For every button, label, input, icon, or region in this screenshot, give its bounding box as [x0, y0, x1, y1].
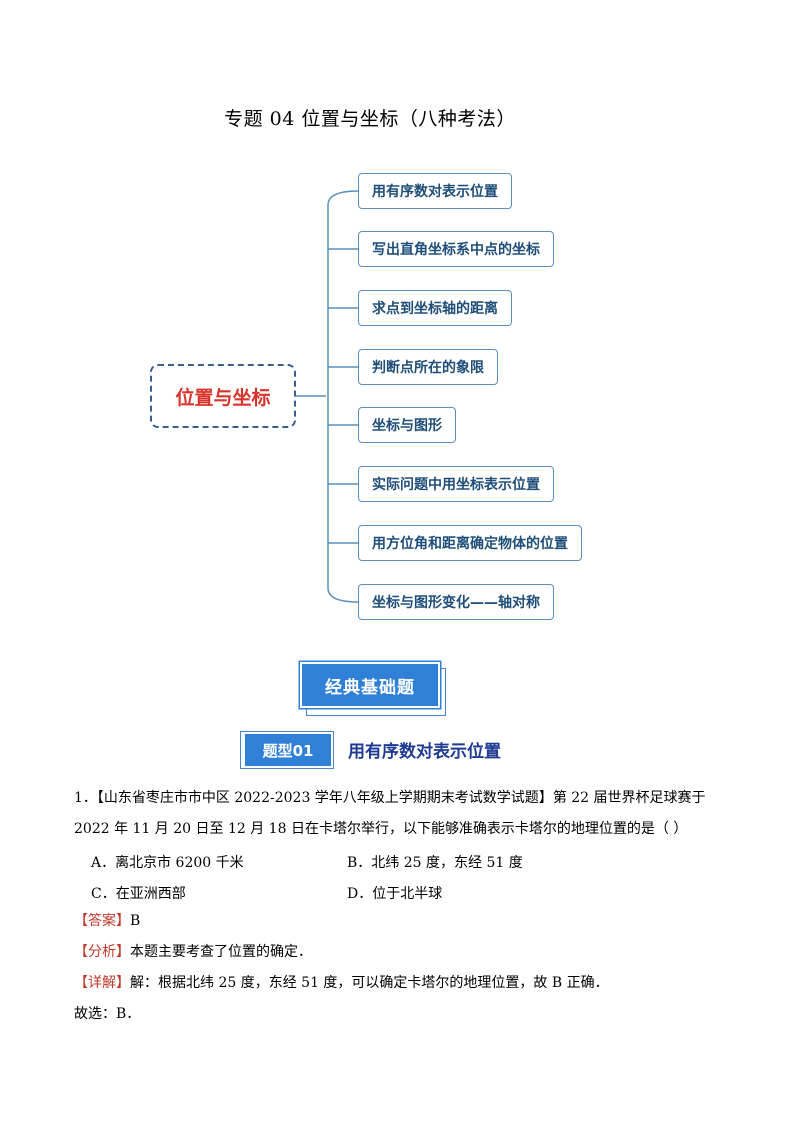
question-number: 1．	[74, 790, 97, 806]
analysis-text: 本题主要考查了位置的确定．	[130, 944, 312, 960]
question-line-1: 1．【山东省枣庄市市中区 2022-2023 学年八年级上学期期末考试数学试题】…	[74, 791, 706, 805]
answer-tag: 【答案】	[74, 913, 130, 929]
mindmap-branch-5: 坐标与图形	[358, 407, 456, 443]
question-type-heading: 题型01 用有序数对表示位置	[240, 731, 540, 771]
mindmap-branch-6: 实际问题中用坐标表示位置	[358, 466, 554, 502]
mindmap-branch-1: 用有序数对表示位置	[358, 173, 512, 209]
option-c: C．在亚洲西部	[91, 886, 186, 902]
mindmap-branch-8: 坐标与图形变化——轴对称	[358, 584, 554, 620]
question-stem-part-1: 第 22 届世界杯足球赛于	[552, 790, 706, 806]
detail-line: 【详解】解：根据北纬 25 度，东经 51 度，可以确定卡塔尔的地理位置，故 B…	[74, 976, 609, 990]
question-type-label: 用有序数对表示位置	[348, 742, 501, 762]
mindmap-branch-7: 用方位角和距离确定物体的位置	[358, 525, 582, 561]
option-d: D．位于北半球	[347, 886, 443, 902]
question-stem-line-2: 2022 年 11 月 20 日至 12 月 18 日在卡塔尔举行，以下能够准确…	[74, 821, 688, 837]
section-banner: 经典基础题	[300, 662, 448, 718]
analysis-tag: 【分析】	[74, 944, 130, 960]
question-type-frame	[240, 731, 334, 769]
question-type-tag: 题型01	[245, 734, 331, 766]
answer-line: 【答案】B	[74, 914, 140, 928]
answer-value: B	[130, 913, 141, 929]
banner-label: 经典基础题	[300, 662, 440, 708]
document-title: 专题 04 位置与坐标（八种考法）	[224, 108, 516, 130]
question-source: 【山东省枣庄市市中区 2022-2023 学年八年级上学期期末考试数学试题】	[96, 790, 553, 806]
analysis-line: 【分析】本题主要考查了位置的确定．	[74, 945, 312, 959]
option-b: B．北纬 25 度，东经 51 度	[347, 855, 523, 871]
conclusion-line: 故选：B．	[74, 1006, 141, 1022]
detail-tag: 【详解】	[74, 975, 130, 991]
mindmap-branch-3: 求点到坐标轴的距离	[358, 290, 512, 326]
mindmap-branch-2: 写出直角坐标系中点的坐标	[358, 231, 554, 267]
detail-text: 解：根据北纬 25 度，东经 51 度，可以确定卡塔尔的地理位置，故 B 正确．	[130, 975, 609, 991]
mindmap-branch-4: 判断点所在的象限	[358, 349, 498, 385]
mindmap-center-node: 位置与坐标	[150, 364, 296, 428]
option-a: A．离北京市 6200 千米	[91, 855, 244, 871]
